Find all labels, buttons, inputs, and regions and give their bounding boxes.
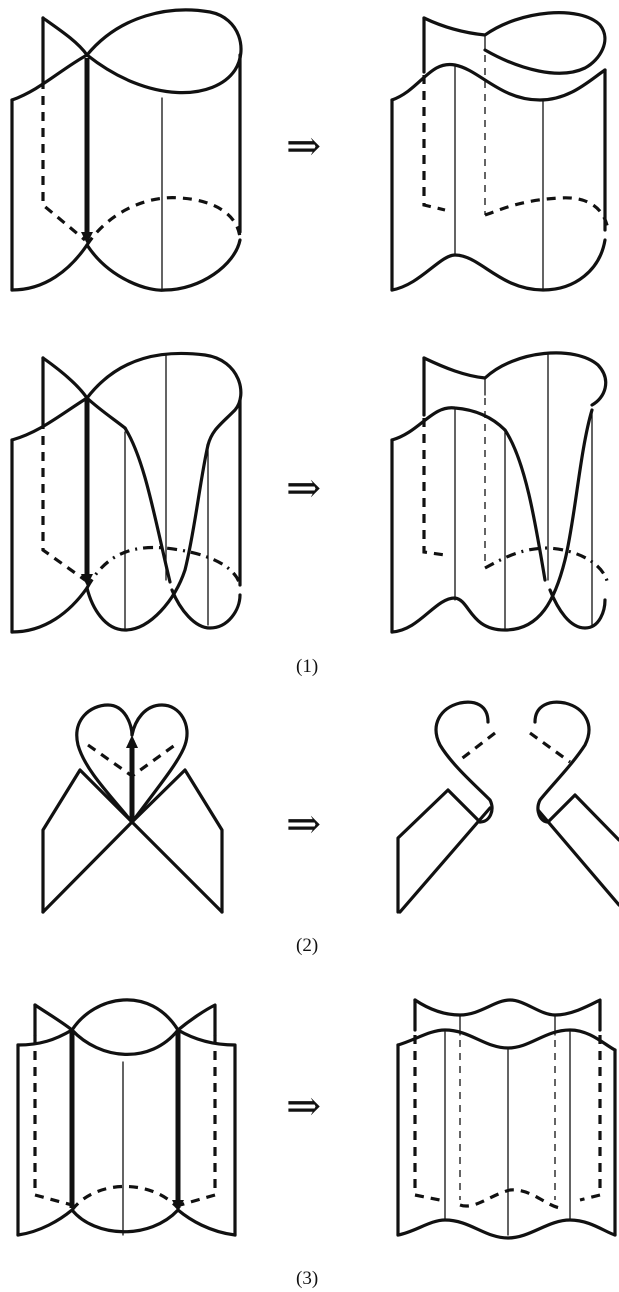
panel-3-label: (3)	[296, 1268, 318, 1289]
panel-1-label: (1)	[296, 656, 318, 677]
panel-2-label: (2)	[296, 935, 318, 956]
panel3-left-diagram	[16, 998, 237, 1237]
implies-arrow-3: ⇒	[286, 1081, 321, 1130]
panel2-right-diagram	[396, 700, 619, 914]
implies-arrow-1b: ⇒	[286, 463, 321, 512]
panel3-right-diagram	[396, 998, 617, 1240]
panel1-row2-left-diagram	[10, 351, 243, 634]
panel1-row1-right-diagram	[390, 11, 610, 292]
implies-arrow-2: ⇒	[286, 799, 321, 848]
panel1-row2-right-diagram	[390, 351, 610, 634]
implies-arrow-1a: ⇒	[286, 121, 321, 170]
panel2-left-diagram	[41, 703, 224, 914]
panel1-row1-left-diagram	[10, 8, 243, 292]
